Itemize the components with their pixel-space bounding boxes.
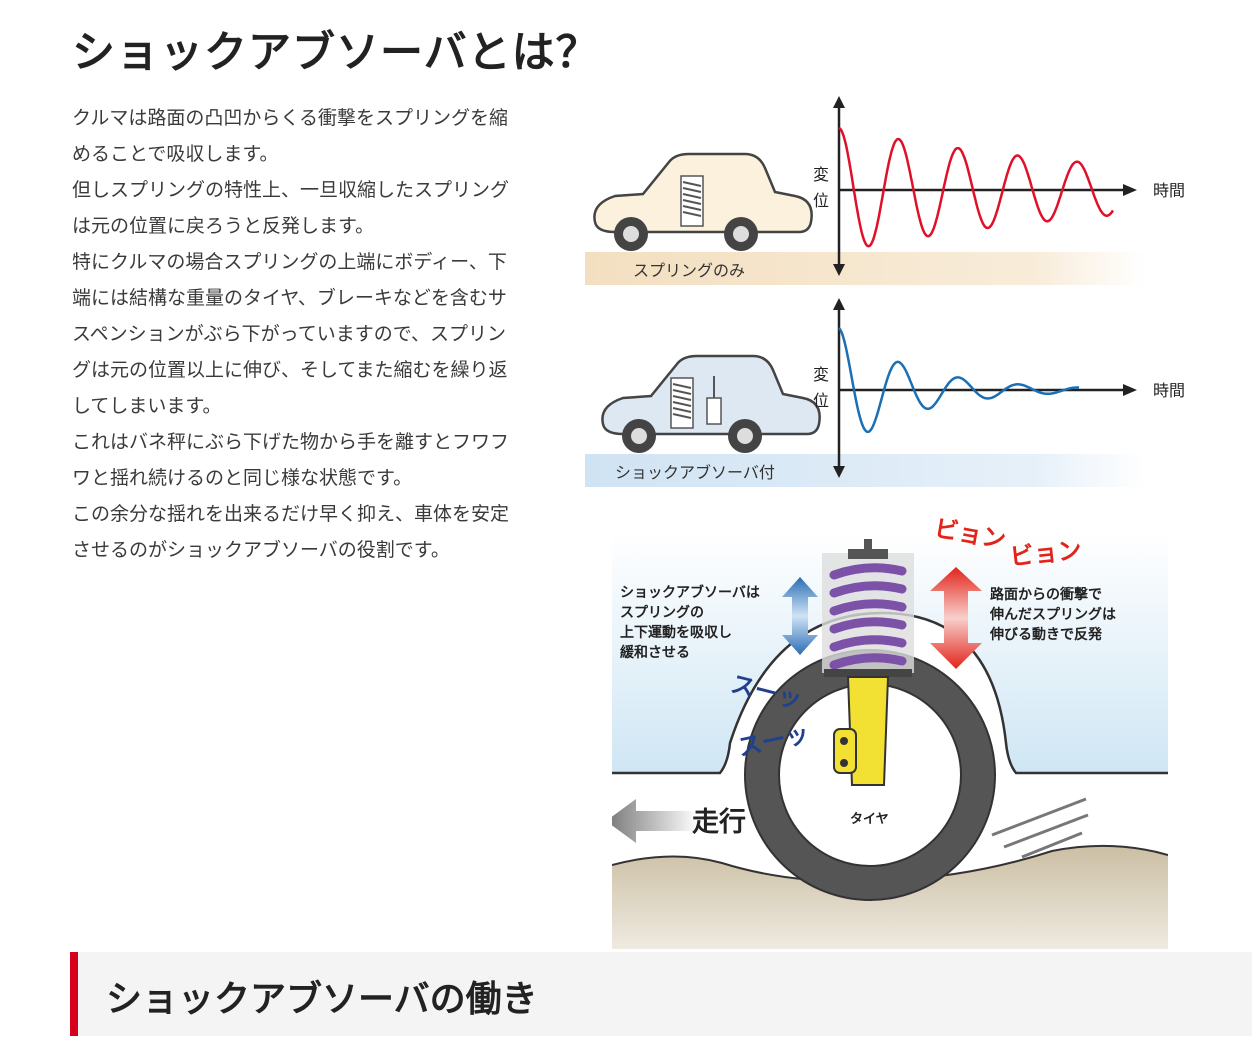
paragraph-line: してしまいます。 xyxy=(72,395,222,417)
paragraph-line: 特にクルマの場合スプリングの上端にボディー、下 xyxy=(72,251,507,273)
shock-absorber-graph: ショックアブソーバ付 変 位 時間 xyxy=(585,298,1185,487)
caption-band xyxy=(585,454,1145,487)
spring-note-line: 伸びる動きで反発 xyxy=(989,626,1103,643)
paragraph-line: は元の位置に戻ろうと反発します。 xyxy=(72,215,375,237)
shock-note-line: 上下運動を吸収し xyxy=(620,624,732,641)
page-title: ショックアブソーバとは？ xyxy=(72,28,600,78)
displacement-wave xyxy=(838,327,1079,434)
direction-arrow-icon xyxy=(612,799,698,843)
spring-note-line: 伸んだスプリングは xyxy=(989,606,1116,623)
spring-only-graph: スプリングのみ 変 位 時間 xyxy=(585,96,1185,285)
drive-label: 走行 xyxy=(692,806,746,838)
suspension-illustration: ショックアブソーバは スプリングの 上下運動を吸収し 緩和させる 路面からの衝撃… xyxy=(612,514,1168,949)
shock-note-line: ショックアブソーバは xyxy=(620,584,760,601)
graph-caption: スプリングのみ xyxy=(633,261,745,280)
y-axis-label: 変 xyxy=(813,165,829,184)
paragraph-line: スペンションがぶら下がっていますので、スプリン xyxy=(72,323,506,345)
car-icon xyxy=(601,354,821,453)
section-heading: ショックアブソーバの働き xyxy=(70,952,1252,1036)
paragraph-line: グは元の位置以上に伸び、そしてまた縮むを繰り返 xyxy=(72,359,508,381)
paragraph-line: これはバネ秤にぶら下げた物から手を離すとフワフ xyxy=(72,431,510,453)
updown-arrow-red xyxy=(930,567,982,669)
paragraph-line: ワと揺れ続けるのと同じ様な状態です。 xyxy=(72,467,413,489)
updown-arrow-blue xyxy=(782,577,818,655)
y-axis-label: 位 xyxy=(813,391,829,410)
y-axis-label: 変 xyxy=(813,365,829,384)
paragraph-line: この余分な揺れを出来るだけ早く抑え、車体を安定 xyxy=(72,503,510,525)
paragraph-line: クルマは路面の凸凹からくる衝撃をスプリングを縮 xyxy=(72,107,509,129)
y-axis-label: 位 xyxy=(813,191,829,210)
speed-lines xyxy=(991,797,1089,859)
intro-text: クルマは路面の凸凹からくる衝撃をスプリングを縮 めることで吸収します。 但しスプ… xyxy=(72,100,562,568)
shock-absorber xyxy=(822,539,914,786)
paragraph-line: 端には結構な重量のタイヤ、ブレーキなどを含むサ xyxy=(72,287,507,309)
shock-note-line: スプリングの xyxy=(620,604,704,621)
x-axis-label: 時間 xyxy=(1153,181,1185,200)
displacement-wave xyxy=(838,126,1115,248)
paragraph-line: 但しスプリングの特性上、一旦収縮したスプリング xyxy=(72,179,510,201)
car-body-panel xyxy=(612,533,1168,773)
shock-note-line: 緩和させる xyxy=(620,644,690,661)
x-axis-label: 時間 xyxy=(1153,381,1185,400)
caption-band xyxy=(585,252,1145,285)
paragraph-line: させるのがショックアブソーバの役割です。 xyxy=(72,539,450,561)
paragraph-line: めることで吸収します。 xyxy=(72,143,279,165)
graph-caption: ショックアブソーバ付 xyxy=(615,463,775,482)
section-title: ショックアブソーバの働き xyxy=(106,979,538,1020)
tire-label: タイヤ xyxy=(850,812,889,827)
spring-note-line: 路面からの衝撃で xyxy=(990,586,1102,603)
car-icon xyxy=(593,152,813,251)
